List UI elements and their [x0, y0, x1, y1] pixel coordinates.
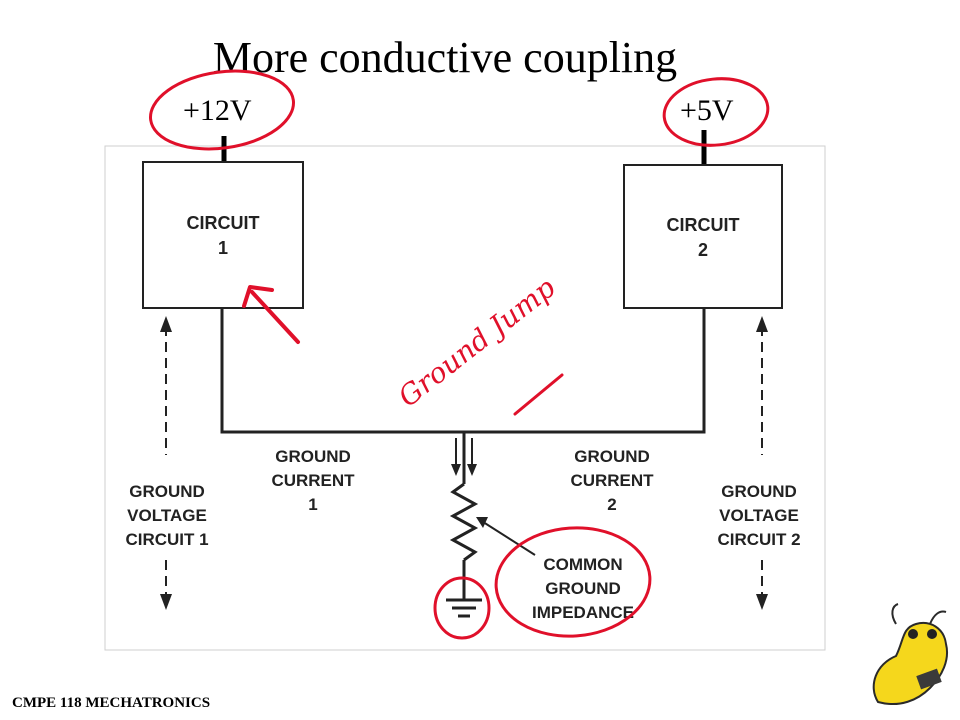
ground-current-2-line3: 2	[607, 495, 616, 514]
supply-12v-label: +12V	[183, 94, 252, 127]
impedance-label-line1: COMMON	[543, 555, 622, 574]
ground-voltage-1-line3: CIRCUIT 1	[125, 530, 208, 549]
ground-voltage-1-line2: VOLTAGE	[127, 506, 207, 525]
ground-voltage-1-arrowhead-down	[160, 594, 172, 610]
ground-current-2-arrowhead	[467, 464, 477, 476]
annotation-circle-12v	[149, 69, 295, 151]
ground-current-1-arrowhead	[451, 464, 461, 476]
impedance-pointer	[479, 519, 536, 556]
ground-voltage-1-line1: GROUND	[129, 482, 205, 501]
supply-5v-label: +5V	[680, 94, 734, 127]
ground-current-2-line1: GROUND	[574, 447, 650, 466]
annotation-underline	[513, 373, 564, 416]
slug-mascot-logo	[872, 603, 948, 706]
annotation-circle-ground	[433, 576, 491, 640]
ground-current-1-line1: GROUND	[275, 447, 351, 466]
circuit-2-label: CIRCUIT	[667, 215, 740, 235]
impedance-label-line2: GROUND	[545, 579, 621, 598]
ground-current-1-line3: 1	[308, 495, 317, 514]
ground-voltage-2-arrowhead-up	[756, 316, 768, 332]
annotation-arrow-head	[242, 285, 274, 308]
course-footer: CMPE 118 MECHATRONICS	[12, 695, 211, 711]
ground-voltage-2-line2: VOLTAGE	[719, 506, 799, 525]
impedance-label-line3: IMPEDANCE	[532, 603, 634, 622]
annotation-circle-impedance	[494, 526, 652, 638]
circuit-1-box	[142, 161, 304, 309]
ground-voltage-2-line3: CIRCUIT 2	[717, 530, 800, 549]
circuit-2-box	[623, 164, 783, 309]
ground-voltage-2-line1: GROUND	[721, 482, 797, 501]
ground-current-2-line2: CURRENT	[570, 471, 654, 490]
slide-title: More conductive coupling	[212, 33, 678, 82]
circuit-1-label: CIRCUIT	[187, 213, 260, 233]
annotation-arrow-shaft	[250, 290, 300, 344]
circuit-2-number: 2	[698, 240, 708, 260]
ground-voltage-1-arrowhead-up	[160, 316, 172, 332]
annotation-circle-5v	[662, 77, 770, 147]
ground-voltage-2-arrowhead-down	[756, 594, 768, 610]
circuit-1-number: 1	[218, 238, 228, 258]
ground-current-1-line2: CURRENT	[271, 471, 355, 490]
impedance-pointer-head	[476, 517, 488, 528]
common-ground-resistor	[449, 482, 479, 562]
